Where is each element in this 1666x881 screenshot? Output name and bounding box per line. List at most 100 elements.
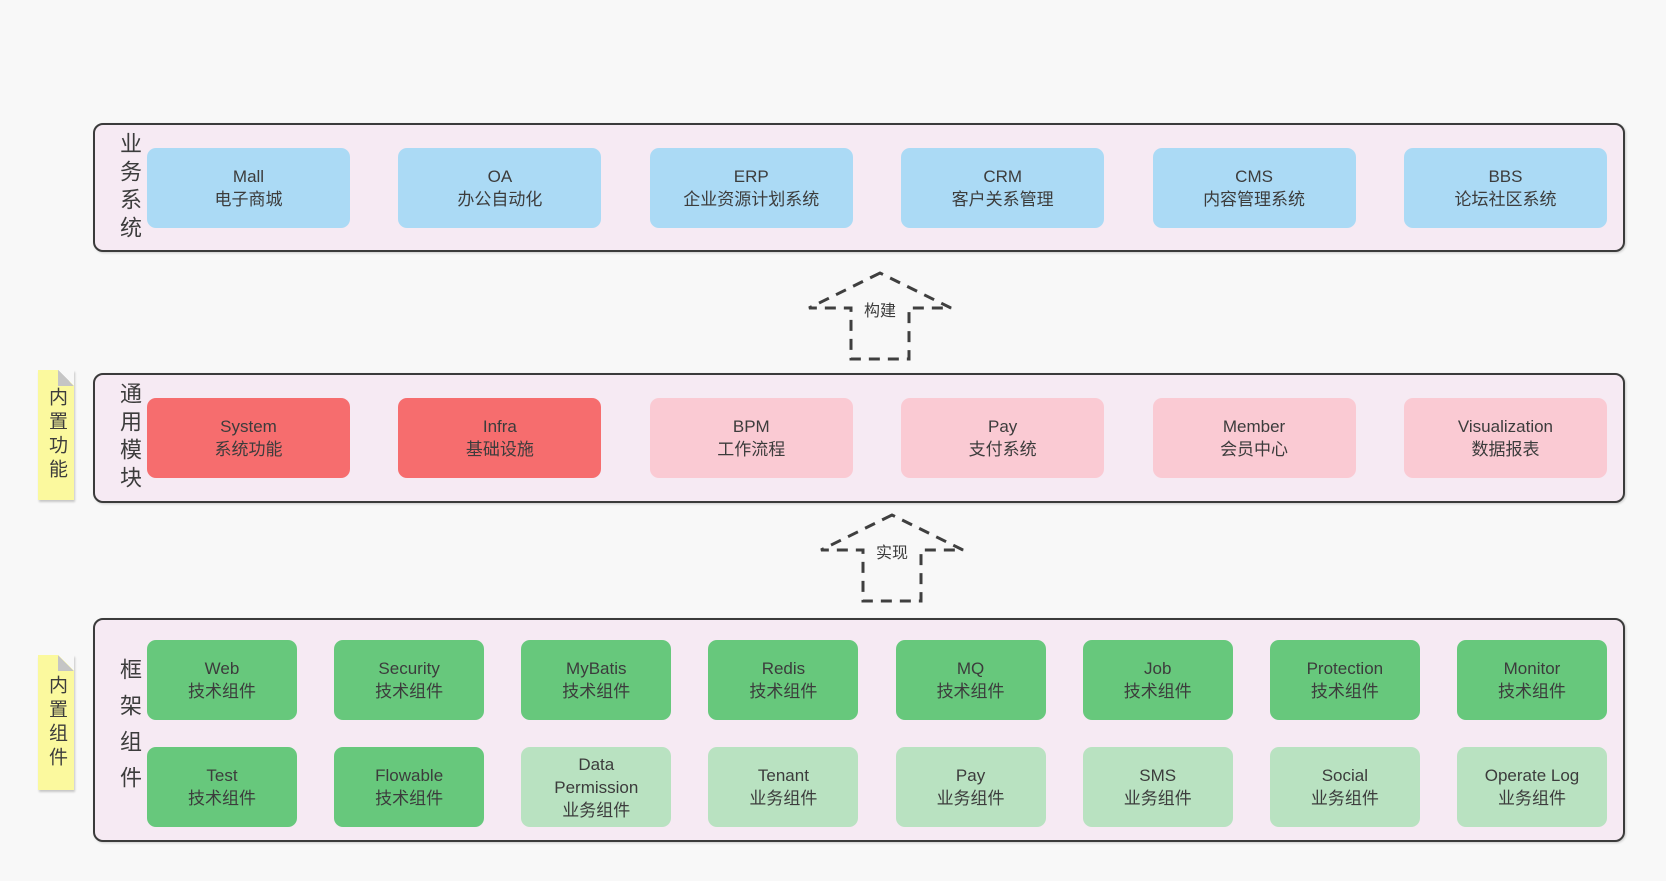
box-mybatis: MyBatis 技术组件	[521, 640, 672, 720]
box-title: Data Permission	[554, 754, 639, 797]
box-subtitle: 内容管理系统	[1203, 189, 1306, 209]
box-subtitle: 技术组件	[1123, 682, 1192, 701]
box-subtitle: 技术组件	[749, 682, 818, 701]
box-title: BBS	[1488, 166, 1523, 186]
box-title: ERP	[733, 166, 769, 186]
box-title: Redis	[761, 659, 806, 678]
box-system: System 系统功能	[147, 398, 350, 478]
box-subtitle: 业务组件	[1497, 789, 1566, 808]
box-web: Web 技术组件	[147, 640, 297, 720]
box-subtitle: 技术组件	[936, 682, 1005, 701]
box-title: Web	[204, 659, 240, 678]
box-title: OA	[487, 166, 513, 186]
box-subtitle: 业务组件	[936, 789, 1005, 808]
arrow-implement-label: 实现	[871, 539, 913, 563]
box-security: Security 技术组件	[334, 640, 485, 720]
box-subtitle: 客户关系管理	[951, 189, 1054, 209]
box-title: MQ	[956, 659, 985, 678]
box-member: Member 会员中心	[1152, 398, 1356, 478]
box-visualization: Visualization 数据报表	[1403, 398, 1607, 478]
box-subtitle: 会员中心	[1220, 440, 1289, 459]
box-title: System	[220, 417, 277, 436]
box-redis: Redis 技术组件	[708, 640, 859, 720]
box-title: Member	[1222, 417, 1286, 436]
box-subtitle: 办公自动化	[457, 189, 543, 209]
box-subtitle: 技术组件	[375, 789, 444, 808]
box-oa: OA 办公自动化	[398, 147, 602, 228]
box-subtitle: 基础设施	[465, 440, 534, 459]
box-test: Test 技术组件	[147, 747, 297, 827]
box-subtitle: 系统功能	[214, 440, 283, 459]
band-business-systems: 业务系统 Mall 电子商城 OA 办公自动化 ERP 企业资源计划系统 CRM…	[93, 123, 1625, 252]
box-subtitle: 技术组件	[562, 682, 631, 701]
band-label-framework-components: 框架组件	[117, 658, 142, 802]
box-title: Mall	[232, 166, 265, 186]
box-title: Tenant	[757, 766, 809, 785]
box-subtitle: 技术组件	[1497, 682, 1566, 701]
folded-corner-icon	[58, 370, 74, 386]
sticky-built-in-features-label: 内置功能	[46, 387, 67, 483]
box-erp: ERP 企业资源计划系统	[649, 147, 853, 228]
box-title: Flowable	[375, 766, 444, 785]
box-title: Pay	[955, 766, 986, 785]
box-subtitle: 电子商城	[214, 189, 283, 209]
box-job: Job 技术组件	[1082, 640, 1233, 720]
box-subtitle: 技术组件	[375, 682, 444, 701]
box-title: Infra	[482, 417, 517, 436]
box-social: Social 业务组件	[1269, 747, 1420, 827]
box-subtitle: 数据报表	[1471, 440, 1540, 459]
sticky-built-in-components: 内置组件	[38, 655, 74, 790]
box-title: Visualization	[1457, 417, 1554, 436]
box-subtitle: 技术组件	[188, 789, 256, 808]
box-title: Protection	[1306, 659, 1384, 678]
box-protection: Protection 技术组件	[1269, 640, 1420, 720]
box-crm: CRM 客户关系管理	[901, 147, 1105, 228]
box-title: Security	[378, 659, 440, 678]
box-tenant: Tenant 业务组件	[708, 747, 859, 827]
box-subtitle: 业务组件	[562, 800, 631, 820]
box-title: Job	[1143, 659, 1172, 678]
box-subtitle: 企业资源计划系统	[683, 189, 820, 209]
box-subtitle: 技术组件	[188, 682, 256, 701]
framework-components-rows: Web 技术组件 Security 技术组件 MyBatis 技术组件 Redi…	[147, 640, 1607, 827]
box-title: Operate Log	[1484, 766, 1580, 785]
arrow-build-label: 构建	[859, 297, 901, 321]
box-bpm: BPM 工作流程	[649, 398, 853, 478]
box-subtitle: 工作流程	[717, 440, 786, 459]
box-mq: MQ 技术组件	[895, 640, 1046, 720]
box-infra: Infra 基础设施	[398, 398, 602, 478]
box-data-permission: Data Permission 业务组件	[521, 747, 672, 827]
box-title: Test	[206, 766, 238, 785]
folded-corner-icon	[58, 655, 74, 671]
box-flowable: Flowable 技术组件	[334, 747, 485, 827]
box-title: CRM	[983, 166, 1023, 186]
band-framework-components: 框架组件 Web 技术组件 Security 技术组件 MyBatis 技术组件…	[93, 618, 1625, 842]
box-title: CMS	[1235, 166, 1273, 186]
box-title: MyBatis	[566, 659, 627, 678]
box-sms: SMS 业务组件	[1082, 747, 1233, 827]
box-subtitle: 支付系统	[968, 440, 1037, 459]
box-operate-log: Operate Log 业务组件	[1456, 747, 1607, 827]
framework-components-row-1: Web 技术组件 Security 技术组件 MyBatis 技术组件 Redi…	[147, 640, 1607, 720]
band-common-modules: 通用模块 System 系统功能 Infra 基础设施 BPM 工作流程 Pay…	[93, 373, 1625, 503]
box-bbs: BBS 论坛社区系统	[1403, 147, 1607, 228]
box-subtitle: 技术组件	[1310, 682, 1379, 701]
box-subtitle: 论坛社区系统	[1454, 189, 1557, 209]
box-monitor: Monitor 技术组件	[1456, 640, 1607, 720]
band-label-business-systems: 业务系统	[117, 131, 142, 244]
box-pay: Pay 支付系统	[901, 398, 1105, 478]
box-mall: Mall 电子商城	[147, 147, 350, 228]
band-label-common-modules: 通用模块	[117, 382, 142, 494]
box-title: Pay	[988, 417, 1018, 436]
box-subtitle: 业务组件	[749, 789, 818, 808]
sticky-built-in-components-label: 内置组件	[46, 674, 67, 771]
arrow-build: 构建	[806, 270, 954, 362]
box-subtitle: 业务组件	[1310, 789, 1379, 808]
framework-components-row-2: Test 技术组件 Flowable 技术组件 Data Permission …	[147, 747, 1607, 827]
box-pay-biz: Pay 业务组件	[895, 747, 1046, 827]
common-modules-boxes: System 系统功能 Infra 基础设施 BPM 工作流程 Pay 支付系统…	[147, 375, 1607, 501]
box-title: Monitor	[1503, 659, 1561, 678]
sticky-built-in-features: 内置功能	[38, 370, 74, 500]
business-systems-boxes: Mall 电子商城 OA 办公自动化 ERP 企业资源计划系统 CRM 客户关系…	[147, 125, 1607, 250]
box-title: Social	[1321, 766, 1368, 785]
